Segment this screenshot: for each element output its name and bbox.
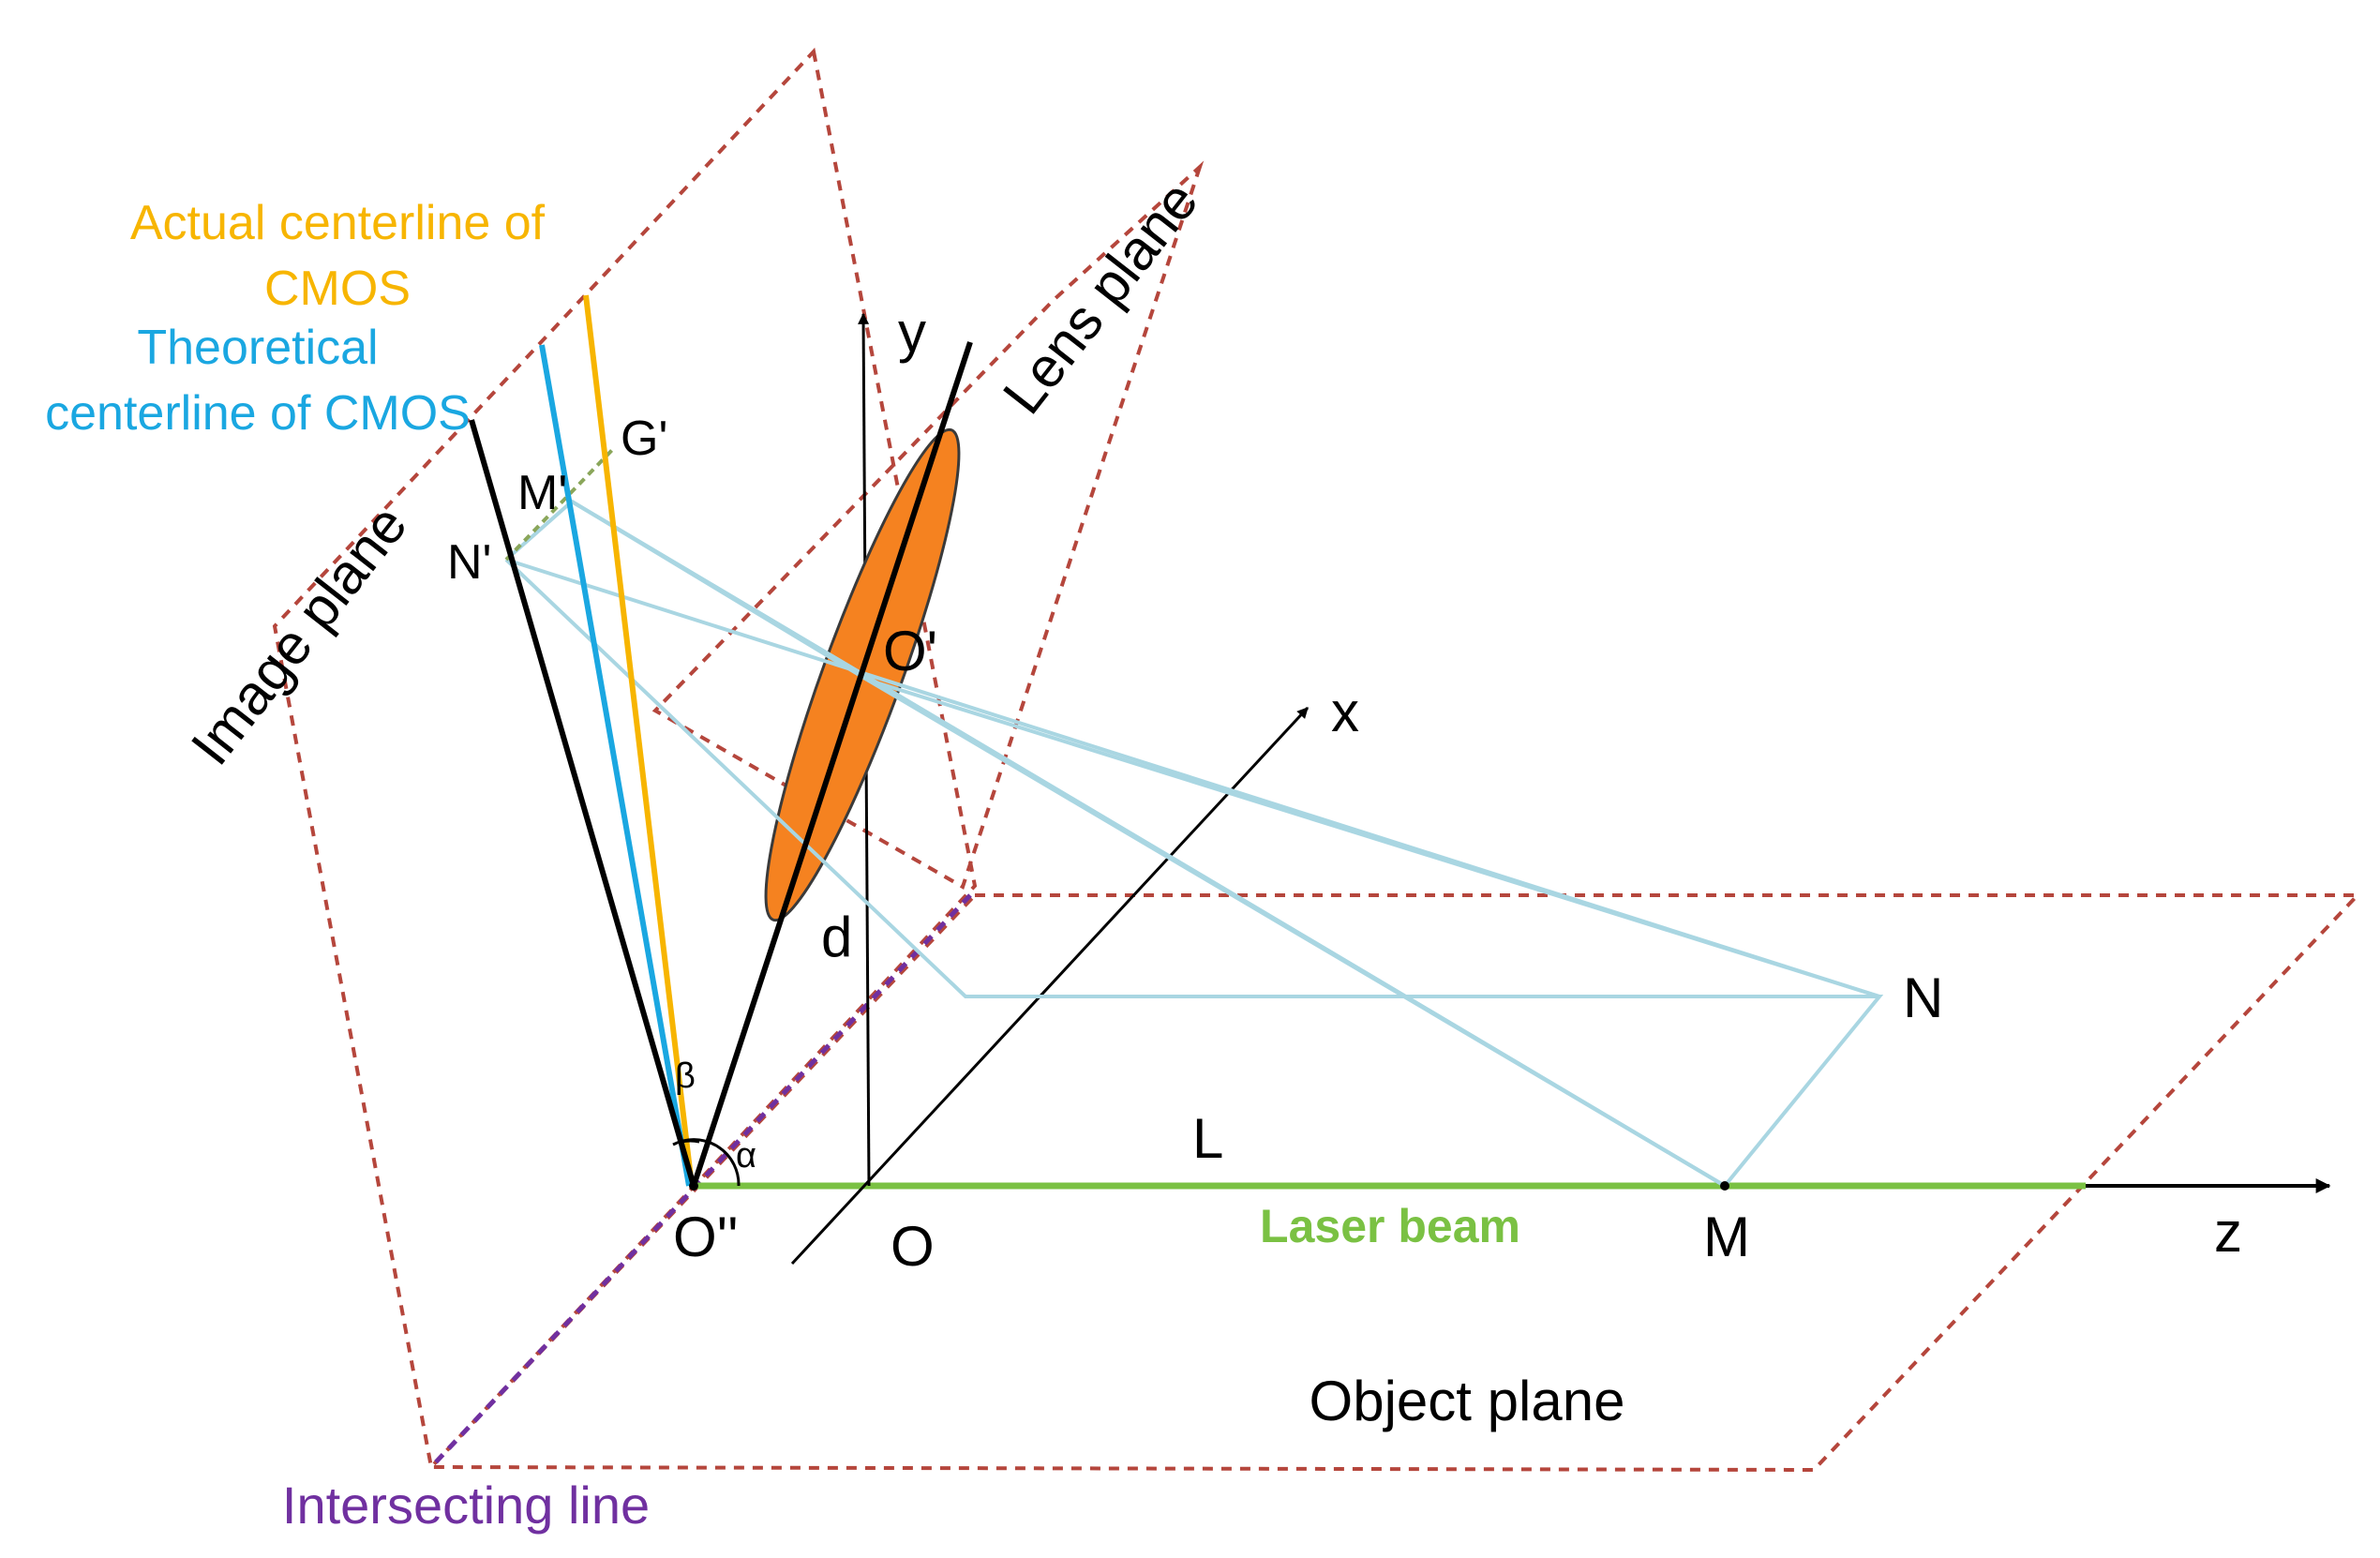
point-m: [1720, 1181, 1729, 1191]
object-plane-outline: [427, 893, 2362, 1473]
ray-n-prime-to-m: [504, 499, 1884, 1189]
ray-o-prime-to-n: [866, 678, 1880, 998]
angle-label-beta: β: [675, 1056, 696, 1096]
angle-alpha-arc: [672, 1138, 741, 1187]
distance-label-d: d: [821, 906, 852, 968]
distance-label-L: L: [1192, 1107, 1223, 1170]
actual-centerline: [583, 294, 695, 1187]
ray-o-prime-to-m: [865, 678, 1727, 1188]
point-label-n-prime: N': [447, 535, 491, 590]
intersecting-line-label: Intersecting line: [282, 1476, 650, 1535]
theoretical-centerline-label-line2: centerline of CMOS: [45, 386, 471, 441]
point-label-o-prime: O': [883, 620, 937, 682]
actual-centerline-label-line2: CMOS: [264, 262, 411, 316]
z-axis-label: z: [2214, 1201, 2242, 1264]
point-label-m: M: [1703, 1206, 1750, 1268]
image-plane-label: Image plane: [179, 494, 419, 776]
object-plane-label: Object plane: [1310, 1370, 1625, 1432]
actual-centerline-label-line1: Actual centerline of: [130, 196, 546, 250]
point-label-g-prime: G': [621, 412, 667, 466]
laser-beam-label: Laser beam: [1260, 1200, 1520, 1252]
x-axis: [790, 706, 1310, 1266]
point-label-m-prime: M': [517, 466, 567, 520]
image-plane-centerline: [469, 419, 696, 1187]
theoretical-centerline: [539, 344, 692, 1187]
x-axis-label: x: [1331, 681, 1359, 743]
point-label-o: O: [891, 1215, 935, 1278]
point-o-double-prime: [689, 1181, 698, 1191]
lens-plane-outline: [651, 160, 1205, 890]
y-axis-label: y: [898, 301, 926, 364]
theoretical-centerline-label-line1: Theoretical: [137, 321, 378, 375]
point-label-o-double-prime: O'': [673, 1206, 739, 1268]
lens-plane-label: Lens plane: [991, 170, 1210, 426]
point-label-n: N: [1903, 966, 1943, 1029]
lens-axis-line: [691, 341, 973, 1187]
angle-label-alpha: α: [736, 1136, 756, 1176]
